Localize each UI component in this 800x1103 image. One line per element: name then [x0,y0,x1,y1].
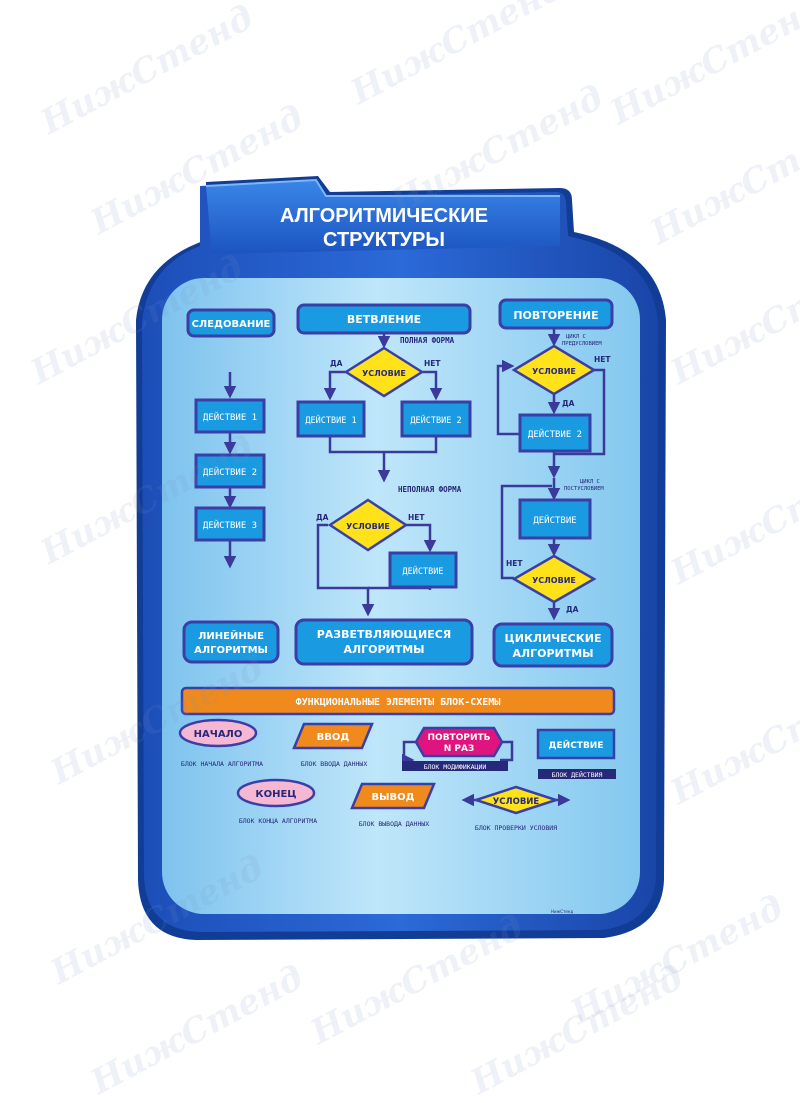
sequence-action-3-label: ДЕЙСТВИЕ 3 [203,519,257,531]
branching-full-action-1-label: ДЕЙСТВИЕ 1 [305,414,356,426]
header-branching-label: ВЕТВЛЕНИЕ [347,313,421,326]
branching-full-action-2: ДЕЙСТВИЕ 2 [400,400,472,438]
repetition-pre-action-label: ДЕЙСТВИЕ 2 [528,428,582,440]
header-sequence-label: СЛЕДОВАНИЕ [192,319,271,330]
repeat-caption: БЛОК МОДИФИКАЦИИ [424,763,487,771]
input-block-label: ВВОД [317,732,350,743]
branching-partial-action: ДЕЙСТВИЕ [388,551,458,589]
branching-full-yes: ДА [330,359,343,368]
footer-cyclic: ЦИКЛИЧЕСКИЕ АЛГОРИТМЫ [492,622,614,668]
action-caption: БЛОК ДЕЙСТВИЯ [552,770,603,779]
branching-full-condition: УСЛОВИЕ [343,346,425,398]
footer-branching: РАЗВЕТВЛЯЮЩИЕСЯ АЛГОРИТМЫ [294,618,474,666]
branching-partial-no: НЕТ [408,513,425,522]
sequence-action-2-label: ДЕЙСТВИЕ 2 [203,466,257,478]
post-loop-caption-1: ЦИКЛ С [580,479,600,485]
end-block: КОНЕЦ [236,778,316,808]
output-block-label: ВЫВОД [371,792,414,803]
branching-partial-yes: ДА [316,513,329,522]
sequence-action-1-label: ДЕЙСТВИЕ 1 [203,411,257,423]
condition-block-label: УСЛОВИЕ [493,797,540,807]
repetition-post-yes: ДА [566,605,579,614]
repetition-pre-action: ДЕЙСТВИЕ 2 [518,413,592,453]
repetition-pre-yes: ДА [562,399,575,408]
action-caption-bar [538,769,616,779]
sequence-action-2: ДЕЙСТВИЕ 2 [194,453,266,489]
header-repetition-label: ПОВТОРЕНИЕ [513,309,598,322]
output-caption: БЛОК ВЫВОДА ДАННЫХ [359,820,430,828]
full-form-caption: ПОЛНАЯ ФОРМА [400,336,455,345]
action-block: ДЕЙСТВИЕ [536,728,616,760]
start-caption: БЛОК НАЧАЛА АЛГОРИТМА [181,760,263,768]
header-repetition: ПОВТОРЕНИЕ [498,298,614,330]
post-loop-caption-2: ПОСТУСЛОВИЕМ [564,486,604,492]
start-block: НАЧАЛО [178,718,258,748]
branching-partial-condition-label: УСЛОВИЕ [346,522,390,531]
pre-loop-caption-2: ПРЕДУСЛОВИЕМ [562,341,602,347]
footer-cyclic-line-2: АЛГОРИТМЫ [512,647,593,660]
branching-partial-condition: УСЛОВИЕ [327,498,409,552]
input-caption: БЛОК ВВОДА ДАННЫХ [301,760,368,768]
header-branching: ВЕТВЛЕНИЕ [296,303,472,335]
pre-loop-caption-1: ЦИКЛ С [566,334,586,340]
repetition-post-action: ДЕЙСТВИЕ [518,498,592,540]
output-block: ВЫВОД [350,782,436,810]
branching-full-action-2-label: ДЕЙСТВИЕ 2 [410,414,461,426]
title-line-2: СТРУКТУРЫ [323,229,445,251]
branching-partial-action-label: ДЕЙСТВИЕ [403,565,444,577]
end-block-label: КОНЕЦ [255,789,296,800]
partial-form-caption: НЕПОЛНАЯ ФОРМА [398,485,462,494]
sequence-action-3: ДЕЙСТВИЕ 3 [194,506,266,542]
repetition-pre-no: НЕТ [594,355,611,364]
repeat-block: ПОВТОРИТЬ N РАЗ [414,726,504,758]
sequence-action-1: ДЕЙСТВИЕ 1 [194,398,266,434]
repeat-block-line-1: ПОВТОРИТЬ [428,733,491,743]
repeat-block-line-2: N РАЗ [444,744,475,754]
end-caption: БЛОК КОНЦА АЛГОРИТМА [239,817,317,825]
repetition-post-lines [500,478,561,621]
repetition-post-condition-label: УСЛОВИЕ [532,576,576,585]
input-block: ВВОД [292,722,374,750]
action-block-label: ДЕЙСТВИЕ [549,739,604,751]
footer-branching-line-1: РАЗВЕТВЛЯЮЩИЕСЯ [317,628,452,641]
board-signature: НижСтенд [551,909,573,914]
repetition-pre-condition: УСЛОВИЕ [511,344,597,396]
header-sequence: СЛЕДОВАНИЕ [186,308,276,338]
branching-full-no: НЕТ [424,359,441,368]
repetition-post-no: НЕТ [506,559,523,568]
elements-banner: ФУНКЦИОНАЛЬНЫЕ ЭЛЕМЕНТЫ БЛОК-СХЕМЫ [180,686,616,716]
title-line-1: АЛГОРИТМИЧЕСКИЕ [280,205,488,227]
repetition-pre-lines [496,328,606,479]
footer-linear: ЛИНЕЙНЫЕ АЛГОРИТМЫ [182,620,280,664]
branching-full-condition-label: УСЛОВИЕ [362,369,406,378]
repetition-post-condition: УСЛОВИЕ [511,554,597,604]
repetition-pre-condition-label: УСЛОВИЕ [532,367,576,376]
branching-full-action-1: ДЕЙСТВИЕ 1 [296,400,366,438]
footer-linear-line-2: АЛГОРИТМЫ [194,645,268,656]
repetition-post-action-label: ДЕЙСТВИЕ [533,514,576,526]
elements-banner-label: ФУНКЦИОНАЛЬНЫЕ ЭЛЕМЕНТЫ БЛОК-СХЕМЫ [296,697,501,708]
branching-full-lines [323,333,443,483]
footer-linear-line-1: ЛИНЕЙНЫЕ [198,629,264,642]
start-block-label: НАЧАЛО [194,729,243,740]
title-tab [205,178,560,254]
footer-cyclic-line-1: ЦИКЛИЧЕСКИЕ [505,632,602,645]
stand-board: АЛГОРИТМИЧЕСКИЕ СТРУКТУРЫ СЛЕДОВАНИЕ ВЕТ… [136,176,666,940]
footer-branching-line-2: АЛГОРИТМЫ [343,643,424,656]
repeat-caption-bar [402,761,508,771]
condition-block: УСЛОВИЕ [471,785,561,815]
condition-caption: БЛОК ПРОВЕРКИ УСЛОВИЯ [475,824,557,832]
